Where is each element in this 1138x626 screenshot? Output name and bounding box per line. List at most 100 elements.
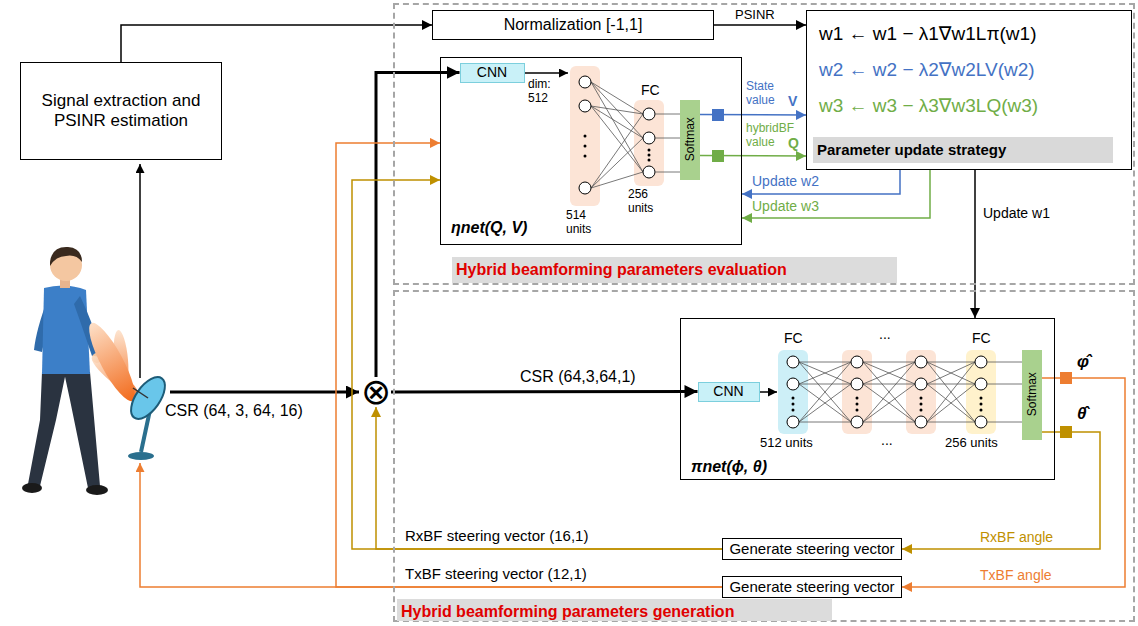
- neuron: [787, 356, 799, 368]
- cnn-block: CNN: [460, 63, 525, 83]
- neuron-link: [591, 106, 643, 172]
- layer-block: [778, 350, 808, 434]
- ellipsis-dot: [584, 155, 587, 158]
- person-leg: [64, 372, 100, 488]
- neuron-link: [799, 384, 851, 422]
- ellipsis-dot: [792, 397, 795, 400]
- ellipsis-dot: [920, 397, 923, 400]
- connector: [391, 390, 698, 394]
- box-label: Generate steering vector: [729, 540, 894, 558]
- layer-caption: 512 units: [760, 436, 813, 451]
- ellipsis-dot: [856, 397, 859, 400]
- box-label: ηnet(Q, V): [451, 218, 527, 237]
- box-label: Normalization [-1,1]: [504, 15, 643, 34]
- layer-caption: FC: [641, 82, 660, 98]
- csr-wire: [170, 391, 359, 394]
- layer-caption: 514 units: [566, 209, 606, 237]
- update-box: w1 ← w1 − λ1∇w1Lπ(w1)w2 ← w2 − λ2∇w2LV(w…: [806, 10, 1132, 170]
- neuron: [975, 416, 987, 428]
- neuron-link: [799, 362, 851, 422]
- output-symbol: Q: [788, 135, 799, 151]
- edge-label: TxBF angle: [980, 567, 1052, 583]
- box-label: ⊗: [361, 370, 391, 413]
- signal-wire: [139, 164, 141, 378]
- neuron: [787, 378, 799, 390]
- neuron-link: [799, 384, 851, 385]
- edge-label: Update w3: [752, 198, 819, 214]
- neuron-link: [591, 172, 643, 188]
- neuron-link: [591, 138, 643, 188]
- neuron: [851, 356, 863, 368]
- network-box: πnet(ϕ, θ)CNNSoftmax: [680, 318, 1055, 480]
- neuron: [975, 378, 987, 390]
- output-symbol: φ̂: [1077, 352, 1089, 372]
- neuron-link: [799, 384, 851, 422]
- neuron-link: [863, 362, 915, 363]
- neuron-link: [591, 114, 643, 188]
- ellipsis-dot: [856, 403, 859, 406]
- output-symbol: V: [788, 93, 797, 109]
- person-shoe: [22, 483, 42, 493]
- neuron-link: [987, 384, 1022, 385]
- ellipsis-dot: [648, 154, 651, 157]
- feature-wire: [525, 72, 568, 74]
- neuron: [851, 378, 863, 390]
- person-leg: [28, 372, 66, 486]
- neuron-link: [863, 362, 915, 384]
- neuron: [579, 100, 591, 112]
- neuron-link: [927, 362, 975, 422]
- neuron-link: [863, 384, 915, 385]
- box-label: CNN: [713, 383, 743, 400]
- ellipsis-label: ...: [881, 432, 893, 448]
- neuron-link: [863, 362, 915, 422]
- neuron-link: [799, 362, 851, 384]
- neuron-link: [799, 362, 851, 384]
- neuron: [643, 108, 655, 120]
- ellipsis-dot: [980, 403, 983, 406]
- neuron-link: [655, 138, 680, 139]
- neuron-link: [655, 114, 680, 115]
- layer-caption: FC: [972, 330, 991, 346]
- softmax-layer: Softmax: [680, 100, 700, 180]
- neuron: [915, 378, 927, 390]
- edge-label: CSR (64,3,64,1): [520, 368, 636, 386]
- cnn-block: CNN: [698, 382, 760, 402]
- softmax-layer: Softmax: [1022, 350, 1042, 440]
- neuron-link: [863, 384, 915, 422]
- signal-label: TxBF steering vector (12,1): [405, 565, 587, 582]
- ellipsis-dot: [920, 403, 923, 406]
- ellipsis-dot: [648, 149, 651, 152]
- ellipsis-dot: [648, 159, 651, 162]
- layer-block: [906, 350, 936, 434]
- network-box: ηnet(Q, V) CNN Softmax: [440, 57, 742, 245]
- box-label: w3 ← w3 − λ3∇w3LQ(w3): [819, 91, 1038, 121]
- neuron: [787, 416, 799, 428]
- connector: [700, 155, 807, 157]
- beam-lobe: [82, 318, 143, 406]
- ellipsis-dot: [920, 409, 923, 412]
- person-shoe: [86, 485, 108, 495]
- edge-label: PSINR: [735, 8, 775, 23]
- neuron: [851, 416, 863, 428]
- neuron-link: [799, 422, 851, 423]
- neuron-link: [927, 384, 975, 385]
- neuron-link: [987, 422, 1022, 423]
- connector: [714, 24, 806, 26]
- multiplier-symbol: ⊗: [361, 377, 391, 407]
- process-box: Normalization [-1,1]: [432, 10, 714, 40]
- neuron-link: [927, 384, 975, 422]
- connector: [376, 73, 460, 378]
- connector: [742, 170, 900, 194]
- person-figure: [22, 247, 108, 495]
- box-label: Hybrid beamforming parameters generation: [397, 599, 832, 621]
- antenna-feed: [133, 388, 148, 398]
- neuron-link: [591, 82, 643, 114]
- box-label: w2 ← w2 − λ2∇w2LV(w2): [819, 55, 1035, 85]
- connector: [352, 180, 722, 549]
- neuron: [579, 182, 591, 194]
- edge-label: RxBF steering vector (16,1): [405, 527, 588, 544]
- connector: [902, 378, 1125, 587]
- neuron-link: [987, 362, 1022, 363]
- layer-caption: FC: [784, 330, 803, 346]
